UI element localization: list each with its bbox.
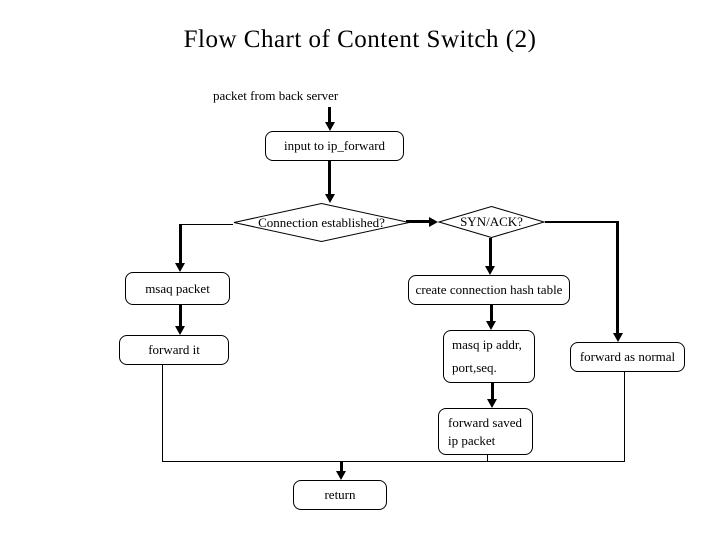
arrowhead-to-msaq-packet: [175, 263, 185, 272]
arrowhead-to-forward-saved: [487, 399, 497, 408]
node-forward-it: forward it: [119, 335, 229, 365]
connector-bottom-merge-line: [162, 461, 625, 462]
connector-left-branch-to-msaq-packet: [179, 224, 182, 263]
diamond-shape: [438, 206, 545, 238]
slide-title: Flow Chart of Content Switch (2): [183, 26, 537, 53]
connector-start-to-input: [328, 107, 331, 122]
connector-forward-as-normal-down: [624, 372, 625, 462]
connector-right-branch-to-forward-as-normal: [616, 221, 619, 333]
arrowhead-input-to-connection-established: [325, 194, 335, 203]
arrowhead-start-to-input: [325, 122, 335, 131]
arrowhead-to-masq-ip: [486, 321, 496, 330]
connector-syn-ack-to-create-hash-table: [489, 238, 492, 266]
connector-msaq-packet-to-forward-it: [179, 305, 182, 326]
connector-forward-saved-down: [487, 455, 488, 462]
diamond-shape: [233, 203, 410, 242]
connector-create-hash-table-to-masq-ip: [490, 305, 493, 321]
node-forward-as-normal: forward as normal: [570, 342, 685, 372]
connector-merge-to-return: [340, 462, 343, 471]
connector-input-to-connection-established: [328, 161, 331, 194]
masq-ip-line1: masq ip addr,: [452, 337, 522, 353]
connector-syn-ack-right-branch: [545, 221, 618, 223]
decision-syn-ack: SYN/ACK?: [438, 206, 545, 238]
node-return: return: [293, 480, 387, 510]
arrowhead-to-forward-it: [175, 326, 185, 335]
forward-saved-line2: ip packet: [448, 432, 496, 448]
connector-masq-ip-to-forward-saved: [491, 383, 494, 399]
node-forward-saved-ip-packet: forward saved ip packet: [438, 408, 533, 455]
connector-connection-established-left-branch: [181, 224, 233, 225]
decision-syn-ack-label: SYN/ACK?: [460, 214, 523, 229]
node-msaq-packet: msaq packet: [125, 272, 230, 305]
node-create-connection-hash-table: create connection hash table: [408, 275, 570, 305]
connector-connection-established-to-syn-ack: [406, 220, 429, 223]
node-masq-ip-addr-port-seq: masq ip addr, port,seq.: [443, 330, 535, 383]
arrowhead-to-create-hash-table: [485, 266, 495, 275]
arrowhead-to-forward-as-normal: [613, 333, 623, 342]
decision-connection-established: Connection established?: [233, 203, 410, 242]
node-input-to-ip-forward: input to ip_forward: [265, 131, 404, 161]
label-packet-from-back-server: packet from back server: [213, 88, 339, 103]
masq-ip-line2: port,seq.: [452, 359, 497, 375]
arrowhead-connection-established-to-syn-ack: [429, 217, 438, 227]
decision-connection-established-label: Connection established?: [258, 214, 385, 230]
forward-saved-line1: forward saved: [448, 414, 522, 430]
arrowhead-to-return: [336, 471, 346, 480]
connector-forward-it-down: [162, 365, 163, 462]
